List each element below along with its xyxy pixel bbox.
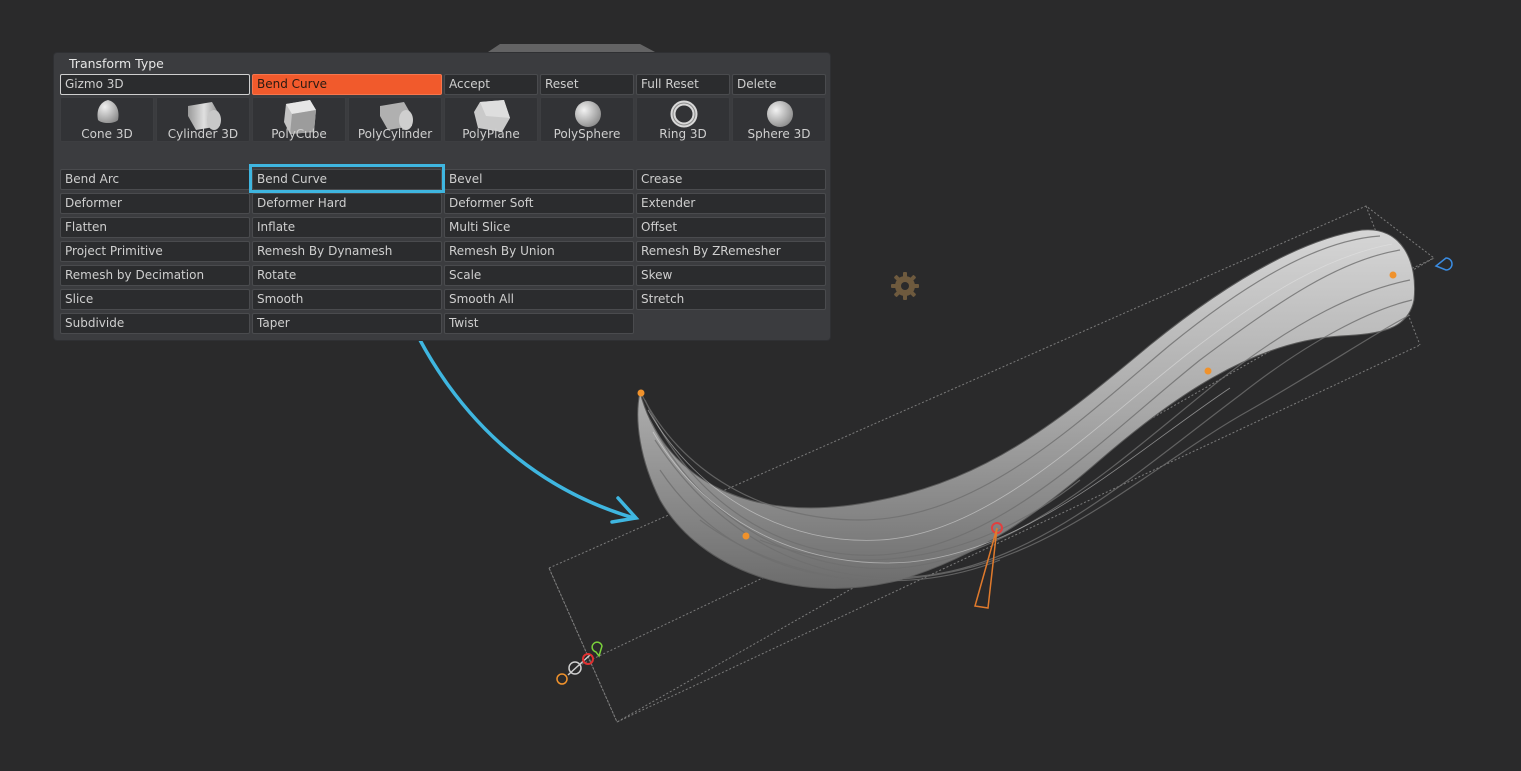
cylinder-icon [188, 102, 221, 130]
polycube-icon [284, 100, 316, 134]
primitive-cone-3d[interactable]: Cone 3D [60, 97, 154, 142]
deformer-deformer-hard[interactable]: Deformer Hard [252, 193, 442, 214]
polyplane-icon [474, 100, 510, 132]
primitive-label: PolyCylinder [357, 127, 433, 141]
bend-curve-bounding-box [548, 205, 1435, 723]
curve-point [1204, 367, 1212, 375]
deformer-remesh-by-zremesher[interactable]: Remesh By ZRemesher [636, 241, 826, 262]
polysphere-icon [575, 101, 601, 127]
gizmo-handles [556, 641, 603, 685]
primitive-label: Cylinder 3D [167, 127, 239, 141]
deformer-taper[interactable]: Taper [252, 313, 442, 334]
primitive-ring-3d[interactable]: Ring 3D [636, 97, 730, 142]
sphere-icon [767, 101, 793, 127]
curve-point [637, 389, 645, 397]
deformer-slice[interactable]: Slice [60, 289, 250, 310]
background-model-fragment [488, 44, 655, 52]
primitive-label: PolyPlane [462, 127, 520, 141]
deformer-deformer-soft[interactable]: Deformer Soft [444, 193, 634, 214]
twisted-tusk-mesh [637, 229, 1416, 589]
deformer-remesh-by-union[interactable]: Remesh By Union [444, 241, 634, 262]
accept-button[interactable]: Accept [444, 74, 538, 95]
full-reset-button[interactable]: Full Reset [636, 74, 730, 95]
deformer-project-primitive[interactable]: Project Primitive [60, 241, 250, 262]
deformer-remesh-by-dynamesh[interactable]: Remesh By Dynamesh [252, 241, 442, 262]
deformer-stretch[interactable]: Stretch [636, 289, 826, 310]
primitive-label: PolyCube [271, 127, 327, 141]
ring-icon [670, 100, 698, 128]
deformer-bend-arc[interactable]: Bend Arc [60, 169, 250, 190]
cone-icon [97, 100, 119, 123]
deformer-twist[interactable]: Twist [444, 313, 634, 334]
curve-point [742, 532, 750, 540]
end-handle [1434, 257, 1453, 271]
deformer-crease[interactable]: Crease [636, 169, 826, 190]
deformer-scale[interactable]: Scale [444, 265, 634, 286]
annotation-highlight-box [249, 164, 445, 193]
deformer-multi-slice[interactable]: Multi Slice [444, 217, 634, 238]
gear-icon[interactable] [889, 270, 921, 306]
deformer-subdivide[interactable]: Subdivide [60, 313, 250, 334]
deformer-rotate[interactable]: Rotate [252, 265, 442, 286]
primitive-label: Cone 3D [81, 127, 133, 141]
primitive-sphere-3d[interactable]: Sphere 3D [732, 97, 826, 142]
gizmo-3d-button[interactable]: Gizmo 3D [60, 74, 250, 95]
deformer-skew[interactable]: Skew [636, 265, 826, 286]
primitive-cylinder-3d[interactable]: Cylinder 3D [156, 97, 250, 142]
primitive-polycube[interactable]: PolyCube [252, 97, 346, 142]
deformer-smooth[interactable]: Smooth [252, 289, 442, 310]
deformer-flatten[interactable]: Flatten [60, 217, 250, 238]
primitive-polycylinder[interactable]: PolyCylinder [348, 97, 442, 142]
bend-curve-active-button[interactable]: Bend Curve [252, 74, 442, 95]
primitive-label: Sphere 3D [747, 127, 811, 141]
primitive-label: PolySphere [553, 127, 621, 141]
deformer-bevel[interactable]: Bevel [444, 169, 634, 190]
deformer-extender[interactable]: Extender [636, 193, 826, 214]
reset-button[interactable]: Reset [540, 74, 634, 95]
curve-point [1389, 271, 1397, 279]
curve-mid-handle [974, 522, 1003, 609]
deformer-deformer[interactable]: Deformer [60, 193, 250, 214]
deformer-smooth-all[interactable]: Smooth All [444, 289, 634, 310]
primitive-polysphere[interactable]: PolySphere [540, 97, 634, 142]
deformer-bend-curve[interactable]: Bend Curve [252, 169, 442, 190]
polycylinder-icon [380, 102, 413, 130]
transform-type-panel: Transform Type Gizmo 3D Bend Curve Accep… [54, 53, 830, 340]
deformer-inflate[interactable]: Inflate [252, 217, 442, 238]
delete-button[interactable]: Delete [732, 74, 826, 95]
panel-title: Transform Type [69, 56, 164, 71]
deformer-remesh-by-decimation[interactable]: Remesh by Decimation [60, 265, 250, 286]
curve-control-points [637, 271, 1397, 540]
primitive-polyplane[interactable]: PolyPlane [444, 97, 538, 142]
deformer-offset[interactable]: Offset [636, 217, 826, 238]
primitive-label: Ring 3D [659, 127, 707, 141]
